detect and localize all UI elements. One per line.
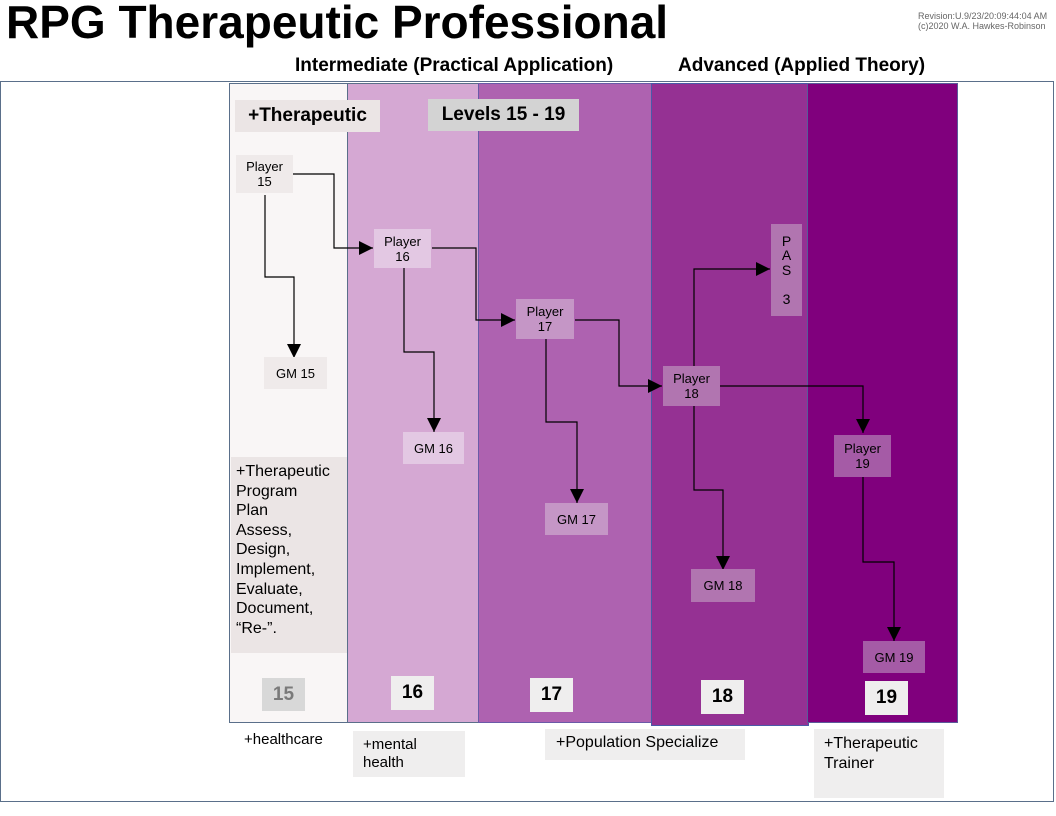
copyright-line: (c)2020 W.A. Hawkes-Robinson [918, 21, 1046, 31]
level-17-column [478, 83, 652, 723]
level-19-number: 19 [865, 681, 908, 715]
player-17-node: Player 17 [516, 299, 574, 339]
therapeutic-trainer-note: +Therapeutic Trainer [814, 729, 944, 798]
level-17-number: 17 [530, 678, 573, 712]
player-15-node: Player 15 [236, 155, 293, 193]
level-18-number: 18 [701, 680, 744, 714]
therapeutic-tag: +Therapeutic [235, 100, 380, 132]
gm-18-node: GM 18 [691, 569, 755, 602]
population-specialize-note: +Population Specialize [545, 729, 745, 760]
player-19-node: Player 19 [834, 435, 891, 477]
player-16-node: Player 16 [374, 229, 431, 268]
player-18-node: Player 18 [663, 366, 720, 406]
page-title: RPG Therapeutic Professional [6, 0, 669, 48]
level-16-column [347, 83, 479, 723]
gm-19-node: GM 19 [863, 641, 925, 673]
gm-17-node: GM 17 [545, 503, 608, 535]
level-19-column [807, 83, 958, 723]
advanced-band-heading: Advanced (Applied Theory) [678, 55, 926, 76]
pas-3-node: P A S 3 [771, 224, 802, 316]
level-15-number: 15 [262, 678, 305, 711]
gm-16-node: GM 16 [403, 432, 464, 464]
program-note: +Therapeutic Program Plan Assess, Design… [231, 457, 347, 653]
mental-health-note: +mental health [353, 731, 465, 777]
levels-range-tag: Levels 15 - 19 [428, 99, 579, 131]
outer-frame [0, 81, 1054, 802]
healthcare-note: +healthcare [244, 731, 323, 748]
gm-15-node: GM 15 [264, 357, 327, 389]
intermediate-band-heading: Intermediate (Practical Application) [295, 55, 614, 76]
revision-stamp: Revision:U.9/23/20:09:44:04 AM (c)2020 W… [918, 11, 1047, 31]
revision-line: Revision:U.9/23/20:09:44:04 AM [918, 11, 1048, 21]
level-16-number: 16 [391, 676, 434, 710]
